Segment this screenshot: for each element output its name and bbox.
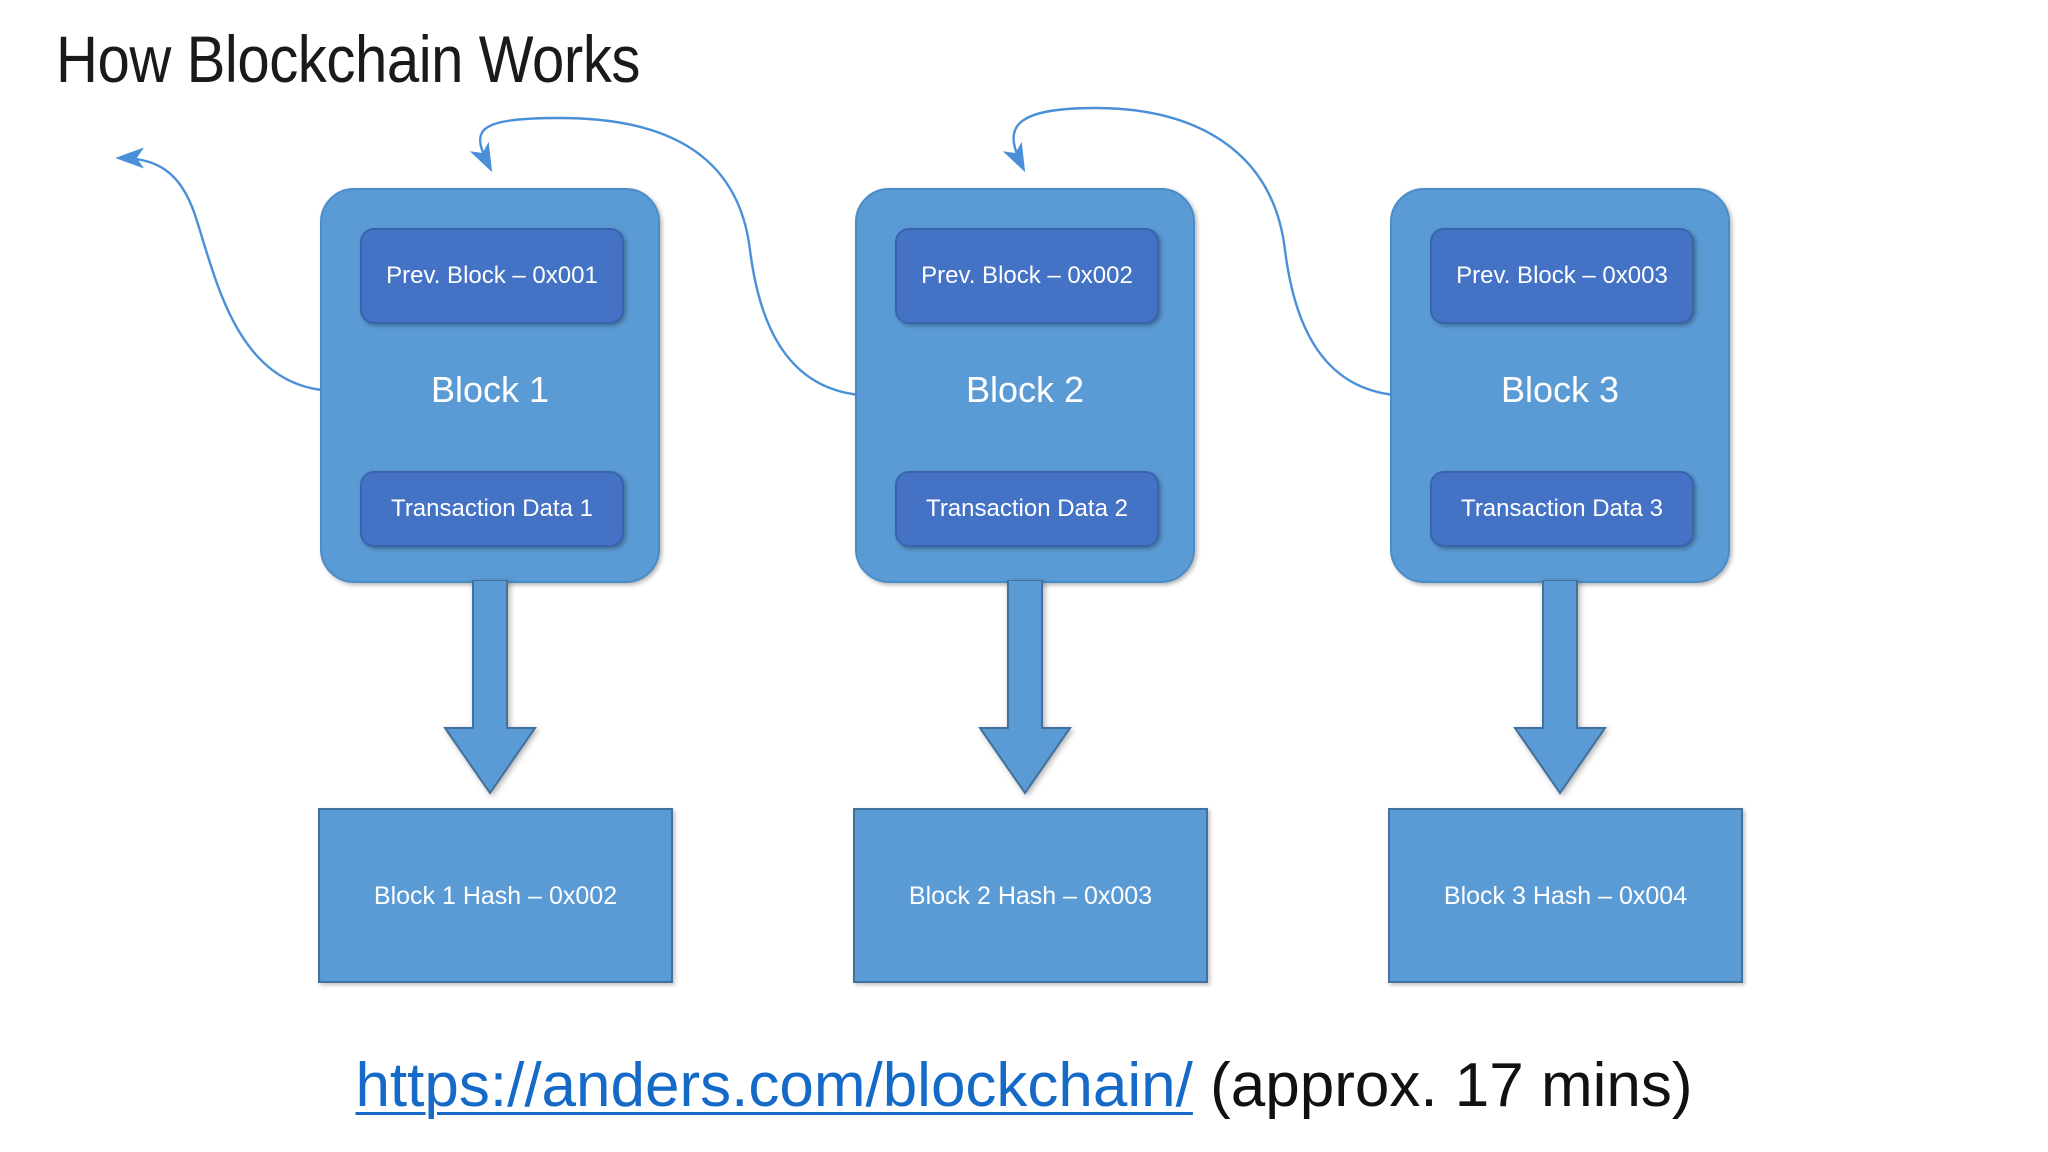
block-card-1[interactable]: Prev. Block – 0x001 Block 1 Transaction … (320, 188, 660, 583)
block-title-1: Block 1 (430, 369, 550, 410)
block-title-2: Block 2 (965, 369, 1085, 410)
transaction-data-2: Transaction Data 2 (895, 471, 1159, 547)
transaction-data-1: Transaction Data 1 (360, 471, 624, 547)
prev-block-hash-1: Prev. Block – 0x001 (360, 228, 624, 324)
footer-duration-note: (approx. 17 mins) (1192, 1051, 1693, 1120)
blockchain-demo-link[interactable]: https://anders.com/blockchain/ (355, 1051, 1193, 1120)
block-3-hash-box[interactable]: Block 3 Hash – 0x004 (1388, 808, 1743, 983)
block-card-2[interactable]: Prev. Block – 0x002 Block 2 Transaction … (855, 188, 1195, 583)
prev-block-hash-3: Prev. Block – 0x003 (1430, 228, 1694, 324)
block-2-hash-box[interactable]: Block 2 Hash – 0x003 (853, 808, 1208, 983)
arrow-to-genesis-path (115, 147, 323, 392)
block-title-3: Block 3 (1500, 369, 1620, 410)
transaction-data-3: Transaction Data 3 (1430, 471, 1694, 547)
block-1-hash-arrow (443, 580, 537, 795)
block-card-3[interactable]: Prev. Block – 0x003 Block 3 Transaction … (1390, 188, 1730, 583)
block-3-hash-arrow (1513, 580, 1607, 795)
block-2-hash-arrow (978, 580, 1072, 795)
prev-block-hash-2: Prev. Block – 0x002 (895, 228, 1159, 324)
footer-reference-line: https://anders.com/blockchain/ (approx. … (0, 1048, 2048, 1124)
page-title: How Blockchain Works (56, 22, 641, 96)
block-1-hash-box[interactable]: Block 1 Hash – 0x002 (318, 808, 673, 983)
